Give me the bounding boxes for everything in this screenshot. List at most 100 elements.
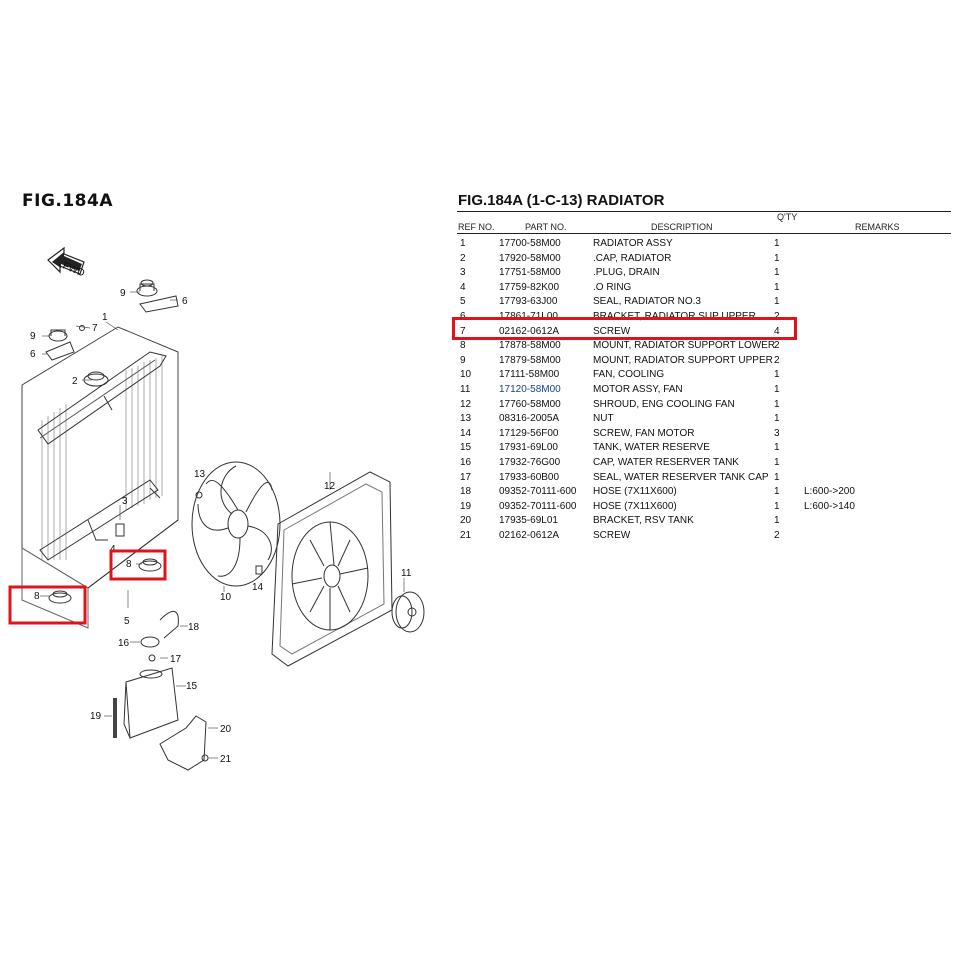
callout: 12 — [324, 481, 336, 492]
cell-qty: 1 — [774, 267, 780, 279]
figure-label: FIG.184A — [22, 191, 113, 211]
cell-qty: 2 — [774, 354, 780, 366]
cell-qty: 1 — [774, 252, 780, 264]
cell-part: 09352-70111-600 — [499, 486, 577, 498]
cell-part: 17920-58M00 — [499, 252, 561, 264]
cell-ref: 1 — [460, 238, 466, 249]
callout: 3 — [122, 496, 128, 507]
cell-qty: 2 — [774, 310, 780, 322]
callout: 19 — [90, 711, 102, 722]
cell-qty: 2 — [774, 340, 780, 352]
cell-ref: 18 — [460, 486, 472, 498]
cell-part: 17793-63J00 — [499, 296, 558, 308]
water-reserve-tank — [123, 667, 179, 739]
cell-ref: 16 — [460, 456, 472, 468]
cell-ref: 8 — [460, 340, 466, 352]
cell-ref: 17 — [460, 471, 472, 483]
header-desc: DESCRIPTION — [651, 222, 713, 232]
cell-ref: 14 — [460, 427, 472, 439]
callout: 9 — [120, 288, 126, 299]
parts-title: FIG.184A (1-C-13) RADIATOR — [458, 192, 665, 209]
table-header: REF NO. PART NO. DESCRIPTION Q'TY REMARK… — [457, 212, 951, 232]
cell-part: 17933-60B00 — [499, 471, 560, 483]
cooling-fan — [191, 461, 281, 587]
mount-lower-left — [48, 590, 72, 604]
callout: 15 — [186, 681, 198, 692]
callout: 11 — [401, 568, 412, 579]
cell-part: 17700-58M00 — [499, 238, 561, 249]
cell-ref: 19 — [460, 500, 472, 512]
callout: 6 — [30, 349, 36, 360]
cell-part: 17931-69L00 — [499, 442, 558, 454]
cell-desc: SCREW — [593, 529, 631, 541]
cell-ref: 11 — [460, 383, 471, 395]
table-row: 21 02162-0612A SCREW 2 — [457, 529, 951, 544]
cell-ref: 4 — [460, 281, 466, 293]
callout: 10 — [220, 592, 232, 603]
cell-part: 17760-58M00 — [499, 398, 561, 410]
cell-part: 17120-58M00 — [499, 383, 561, 395]
cell-part: 17932-76G00 — [499, 456, 561, 468]
header-ref: REF NO. — [458, 222, 495, 232]
cell-ref: 13 — [460, 413, 472, 425]
cell-ref: 15 — [460, 442, 472, 454]
cell-remarks: L:600->200 — [804, 486, 855, 498]
callout: 1 — [102, 312, 108, 323]
cell-ref: 7 — [460, 325, 466, 337]
mount-upper-left — [45, 325, 85, 361]
cell-part: 17751-58M00 — [499, 267, 561, 279]
nut — [195, 491, 203, 499]
header-part: PART NO. — [525, 222, 567, 232]
cell-qty: 1 — [774, 296, 780, 308]
callout: 16 — [118, 638, 130, 649]
highlight-box-mount-left — [8, 585, 87, 625]
cell-desc: MOTOR ASSY, FAN — [593, 383, 683, 395]
callout: 2 — [72, 376, 78, 387]
cell-qty: 2 — [774, 529, 780, 541]
callout: 8 — [126, 559, 132, 570]
header-rule — [457, 233, 951, 234]
screw-bracket — [201, 754, 209, 762]
cell-desc: FAN, COOLING — [593, 369, 665, 381]
reserve-tank-bracket — [159, 715, 207, 771]
cell-ref: 20 — [460, 515, 472, 527]
mount-lower-center — [138, 558, 162, 572]
callout: 6 — [182, 296, 188, 307]
cell-ref: 2 — [460, 252, 466, 264]
cell-part: 02162-0612A — [499, 325, 560, 337]
mount-upper-right — [136, 279, 179, 313]
cell-part: 17861-71L00 — [499, 310, 558, 322]
cell-part: 02162-0612A — [499, 529, 560, 541]
cell-desc: BRACKET, RSV TANK — [593, 515, 694, 527]
header-remarks: REMARKS — [855, 222, 900, 232]
cell-ref: 21 — [460, 529, 472, 541]
callout: 20 — [220, 724, 232, 735]
cell-qty: 3 — [774, 427, 780, 439]
cell-qty: 1 — [774, 383, 780, 395]
cell-qty: 1 — [774, 413, 780, 425]
forward-arrow-icon — [47, 246, 85, 275]
cell-qty: 1 — [774, 398, 780, 410]
cell-part: 17935-69L01 — [499, 515, 558, 527]
callout: 9 — [30, 331, 36, 342]
callout: 5 — [124, 616, 130, 627]
cell-qty: 1 — [774, 500, 780, 512]
cell-ref: 9 — [460, 354, 466, 366]
radiator-assy — [21, 326, 179, 629]
cell-remarks: L:600->140 — [804, 500, 855, 512]
callout: 7 — [92, 323, 98, 334]
cell-desc: SCREW — [593, 325, 631, 337]
cell-desc: CAP, WATER RESERVER TANK — [593, 456, 739, 468]
